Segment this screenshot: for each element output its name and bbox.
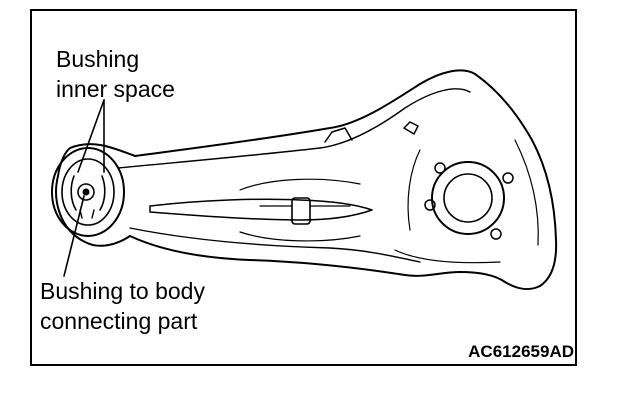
arm-outline: [55, 69, 558, 290]
bolt-hole: [490, 228, 502, 240]
bolt-hole: [502, 172, 514, 184]
figure-frame: [30, 9, 577, 366]
leader-inner-space-left: [77, 99, 105, 173]
label-line: Bushing: [56, 46, 140, 72]
hub-flange: [431, 161, 505, 235]
bushing-eye: [51, 147, 125, 237]
center-tab: [291, 197, 311, 225]
bolt-hole: [424, 199, 436, 211]
hub-bore: [443, 173, 493, 223]
figure-code: AC612659AD: [468, 342, 574, 361]
label-bushing-to-body: Bushing to body connecting part: [40, 276, 205, 336]
label-line: Bushing to body: [40, 278, 205, 304]
leader-body-connection: [63, 195, 85, 277]
label-bushing-inner-space: Bushing inner space: [56, 44, 175, 104]
bushing-inner-space: [70, 175, 106, 211]
bolt-hole: [434, 162, 446, 174]
top-bracket: [324, 127, 353, 143]
label-line: inner space: [56, 76, 175, 102]
center-rib: [149, 198, 373, 221]
label-line: connecting part: [40, 308, 198, 334]
